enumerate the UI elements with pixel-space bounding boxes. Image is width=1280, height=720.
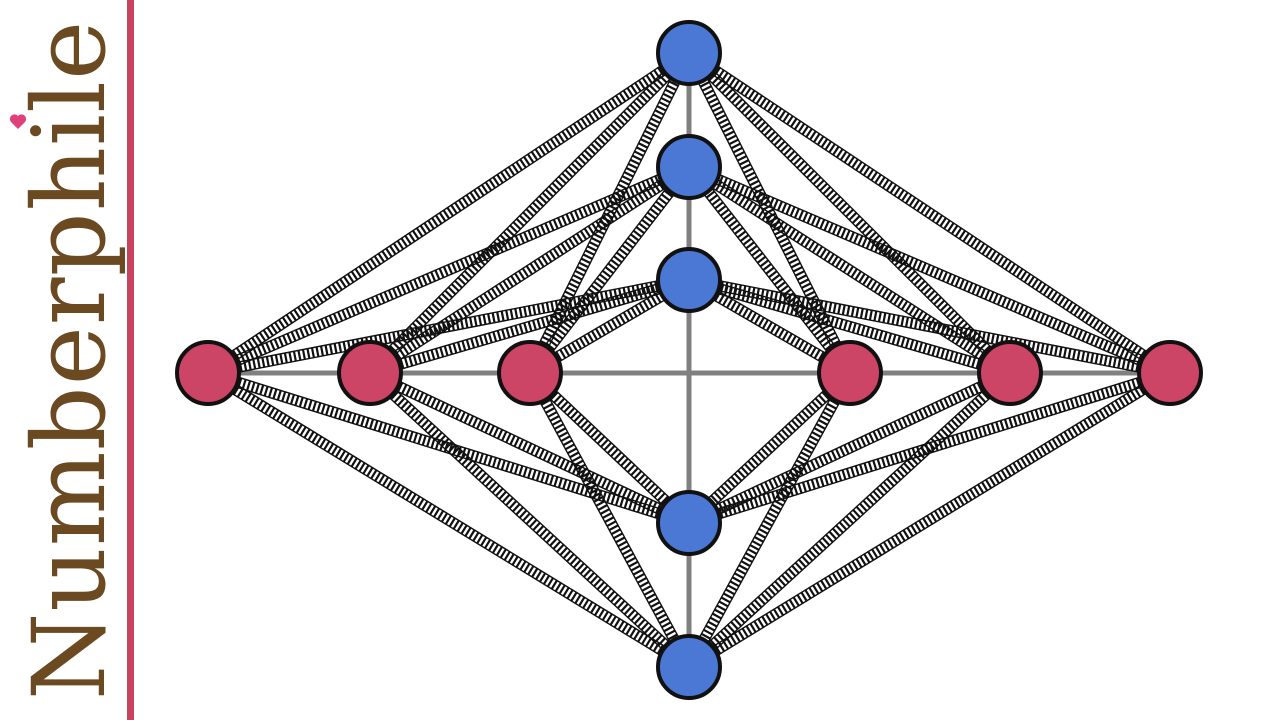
edge-track (687, 274, 1172, 379)
red-node (977, 340, 1043, 406)
red-node (1137, 340, 1203, 406)
edge-track (685, 368, 854, 528)
red-node (817, 340, 883, 406)
edge-track (366, 162, 693, 378)
blue-node (656, 634, 722, 700)
blue-node (656, 247, 722, 313)
edge-track (524, 370, 695, 670)
blue-node (656, 20, 722, 86)
edge-track (366, 368, 693, 672)
edge-track (684, 48, 1015, 378)
edge-track (367, 367, 692, 529)
edge-track (368, 274, 691, 379)
edge-track (687, 367, 1172, 529)
edge-track (686, 368, 1173, 672)
edge-track (525, 163, 694, 377)
edge-track (686, 161, 1173, 379)
edge-track (205, 368, 692, 672)
red-node (175, 340, 241, 406)
brand-sidebar: Numberphile (0, 0, 140, 720)
blue-node (656, 490, 722, 556)
edge-track (685, 368, 1014, 672)
red-node (497, 340, 563, 406)
edge-track (686, 367, 1013, 529)
edge-track (204, 48, 693, 378)
red-node (337, 340, 403, 406)
graph-edges (204, 48, 1174, 672)
brand-divider (127, 0, 134, 720)
edge-track (685, 48, 1174, 378)
edge-track (365, 48, 694, 378)
edge-track (684, 370, 855, 670)
blue-node (656, 134, 722, 200)
heart-icon (9, 114, 27, 129)
graph-nodes (175, 20, 1203, 700)
edge-track (684, 163, 855, 377)
edge-track (526, 368, 693, 528)
edge-track (524, 50, 695, 376)
